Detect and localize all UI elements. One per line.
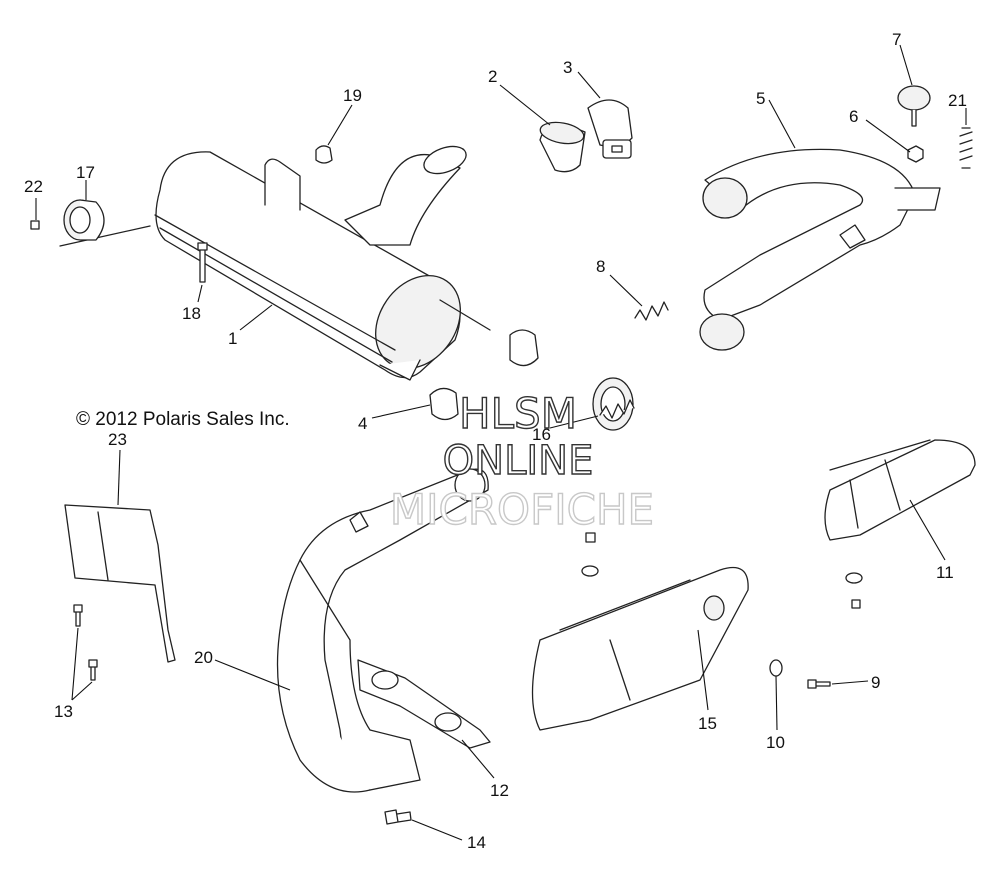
washer-part-10 (769, 659, 783, 677)
copyright-notice: © 2012 Polaris Sales Inc. (76, 409, 290, 430)
callout-16: 16 (532, 425, 551, 444)
clamp-part-3 (587, 99, 633, 159)
spring-part-8 (634, 301, 669, 321)
bolt-part-13 (73, 604, 98, 681)
heat-shield-part-11 (824, 439, 976, 541)
callout-21: 21 (948, 91, 967, 110)
callout-3: 3 (563, 58, 572, 77)
callout-20: 20 (194, 648, 213, 667)
watermark-line-1: HLSM (459, 389, 577, 438)
grommet-part-4 (429, 329, 539, 421)
watermark-line-3: MICROFICHE (390, 485, 654, 534)
callout-1: 1 (228, 329, 237, 348)
callout-10: 10 (766, 733, 785, 752)
callout-22: 22 (24, 177, 43, 196)
bracket-part-23 (64, 504, 176, 663)
callout-5: 5 (756, 89, 765, 108)
bolt-part-18 (197, 242, 208, 283)
callout-13: 13 (54, 702, 73, 721)
clip-part-22 (30, 220, 40, 230)
gasket-ring-part-16 (592, 377, 634, 431)
callout-9: 9 (871, 673, 880, 692)
callout-23: 23 (108, 430, 127, 449)
spring-near-part-16 (599, 399, 635, 419)
coupler-part-17 (63, 199, 105, 241)
fastener-group-15 (581, 532, 599, 577)
heat-shield-part-15 (531, 566, 749, 731)
head-pipe-part-5 (699, 148, 941, 351)
watermark: HLSM ONLINE MICROFICHE (389, 388, 655, 534)
callout-7: 7 (892, 30, 901, 49)
callout-12: 12 (490, 781, 509, 800)
muffler-part-1 (59, 145, 491, 381)
nut-part-6 (907, 145, 924, 163)
callout-17: 17 (76, 163, 95, 182)
bolt-part-14 (384, 809, 412, 825)
callout-2: 2 (488, 67, 497, 86)
header-pipe-part-20 (276, 468, 489, 793)
callout-18: 18 (182, 304, 201, 323)
bolt-part-9 (807, 679, 831, 689)
callout-6: 6 (849, 107, 858, 126)
callout-11: 11 (936, 563, 954, 582)
callout-14: 14 (467, 833, 486, 852)
grommet-part-7 (897, 85, 931, 127)
callout-19: 19 (343, 86, 362, 105)
sleeve-part-2 (539, 121, 586, 173)
spring-part-21 (959, 127, 973, 169)
callout-numbers: 1 2 3 4 5 6 7 8 9 10 11 12 13 14 15 16 1… (24, 30, 967, 852)
watermark-line-2: ONLINE (443, 438, 594, 484)
callout-4: 4 (358, 414, 367, 433)
nut-part-19 (315, 145, 333, 164)
callout-8: 8 (596, 257, 605, 276)
fastener-group-11 (845, 572, 863, 609)
gasket-plate-part-12 (357, 659, 491, 749)
callout-15: 15 (698, 714, 717, 733)
leader-lines (35, 44, 967, 841)
